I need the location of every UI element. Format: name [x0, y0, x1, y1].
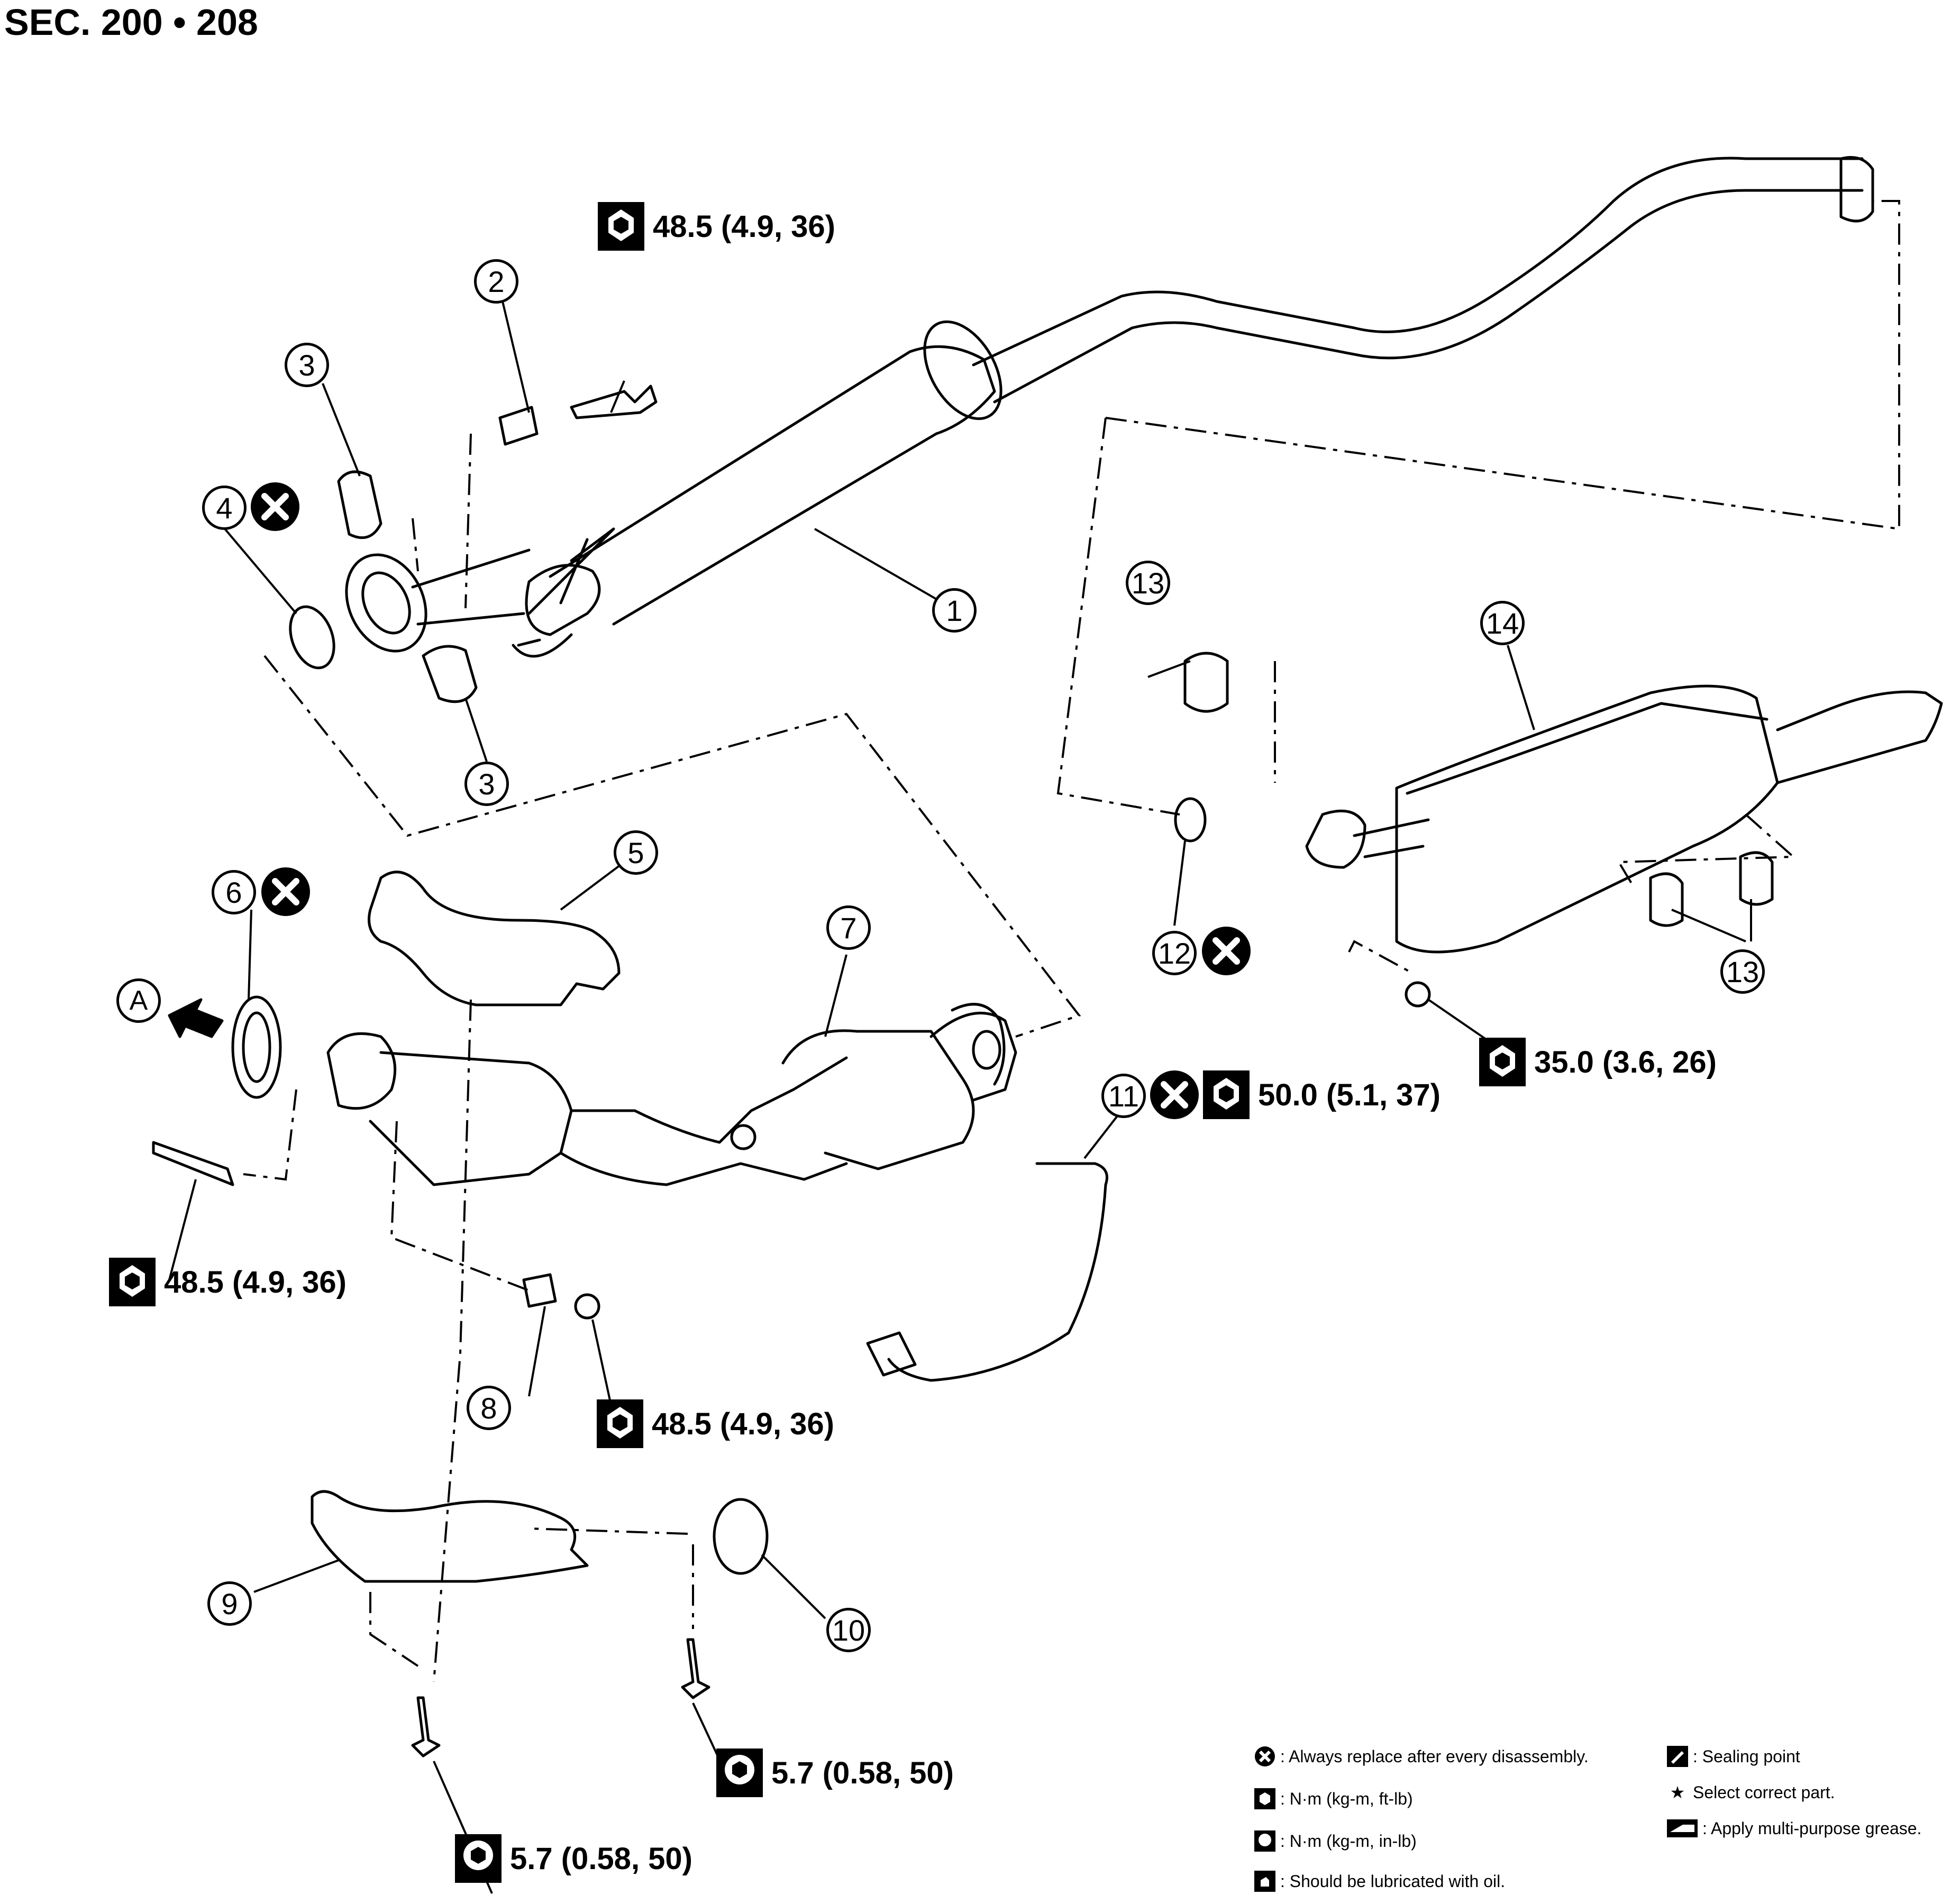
torque-ftlb-icon: [1479, 1038, 1526, 1086]
torque-label: 35.0 (3.6, 26): [1479, 1037, 1717, 1087]
torque-ftlb-icon: [597, 1399, 643, 1448]
torque-label: 5.7 (0.58, 50): [455, 1833, 692, 1884]
replace-icon-12: [1202, 927, 1251, 975]
callout-7: 7: [826, 905, 871, 950]
insulator-13-top: [1183, 652, 1229, 713]
callout-3-top: 3: [285, 343, 329, 387]
replace-icon: [1254, 1745, 1276, 1768]
callout-12: 12: [1152, 931, 1197, 975]
collar-2: [498, 406, 539, 446]
bolt-bottom-left: [411, 1696, 441, 1757]
torque-ftlb-icon: [598, 202, 644, 251]
bolt-top: [570, 385, 658, 419]
callout-10: 10: [826, 1608, 871, 1652]
torque-label: 48.5 (4.9, 36): [597, 1398, 834, 1449]
torque-inlb-icon: [455, 1834, 502, 1883]
torque-value: 48.5 (4.9, 36): [164, 1265, 347, 1299]
torque-label: 50.0 (5.1, 37): [1203, 1069, 1441, 1120]
callout-9: 9: [207, 1581, 252, 1626]
torque-inlb-icon: [716, 1748, 763, 1797]
legend-nm-ftlb: : N·m (kg-m, ft-lb): [1254, 1788, 1413, 1810]
callout-4: 4: [202, 486, 247, 530]
ring-gasket-6: [231, 995, 282, 1099]
callout-13-top: 13: [1126, 561, 1170, 605]
sealing-point-icon: [1666, 1745, 1689, 1768]
nut-14: [1405, 981, 1431, 1008]
legend-select: ★ Select correct part.: [1666, 1781, 1835, 1804]
torque-ftlb-icon: [109, 1258, 156, 1306]
reference-a: A: [116, 978, 161, 1023]
legend-replace: : Always replace after every disassembly…: [1254, 1745, 1589, 1768]
gasket-12: [1174, 797, 1207, 843]
torque-value: 5.7 (0.58, 50): [510, 1841, 692, 1876]
bolt-bottom-right: [681, 1638, 710, 1699]
callout-13-bottom: 13: [1720, 949, 1765, 994]
callout-14: 14: [1480, 601, 1525, 645]
replace-icon-4: [251, 482, 299, 531]
callout-2: 2: [474, 259, 518, 304]
ring-gasket-4: [289, 605, 335, 670]
legend-sealing: : Sealing point: [1666, 1745, 1800, 1768]
stud-bolt: [152, 1141, 234, 1186]
replace-icon-6: [261, 867, 310, 916]
insulator-bottom: [422, 645, 478, 703]
torque-value: 35.0 (3.6, 26): [1534, 1045, 1717, 1079]
torque-value: 50.0 (5.1, 37): [1258, 1077, 1441, 1112]
callout-3-bottom: 3: [464, 762, 509, 806]
nut: [574, 1293, 600, 1320]
callout-11: 11: [1101, 1074, 1146, 1118]
oxygen-sensor: [887, 1162, 1108, 1382]
torque-ftlb-icon: [1203, 1070, 1250, 1119]
catalytic-converter: [326, 1003, 1017, 1186]
replace-icon-11: [1150, 1070, 1199, 1119]
main-muffler: [1305, 684, 1943, 954]
legend-nm-inlb: : N·m (kg-m, in-lb): [1254, 1830, 1417, 1852]
grease-icon: [1666, 1817, 1698, 1839]
callout-6: 6: [212, 870, 256, 914]
torque-label: 48.5 (4.9, 36): [598, 201, 835, 252]
insulator-13-a: [1649, 872, 1684, 927]
center-muffler-tube: [345, 156, 1874, 658]
section-title: SEC. 200 • 208: [4, 2, 258, 43]
star-icon: ★: [1670, 1783, 1685, 1802]
front-arrow: [168, 998, 224, 1038]
heat-insulator-5: [368, 871, 621, 1006]
torque-label: 5.7 (0.58, 50): [716, 1747, 954, 1798]
oil-can-icon: [1254, 1870, 1276, 1892]
legend-oil: : Should be lubricated with oil.: [1254, 1870, 1505, 1892]
callout-5: 5: [614, 830, 658, 875]
callout-1: 1: [932, 588, 977, 633]
legend-grease: : Apply multi-purpose grease.: [1666, 1817, 1921, 1839]
bush-8: [522, 1273, 557, 1308]
heat-insulator-9: [311, 1490, 589, 1583]
seal-10: [713, 1498, 769, 1575]
callout-8: 8: [467, 1386, 511, 1430]
insulator-top: [337, 470, 382, 539]
torque-value: 48.5 (4.9, 36): [652, 1406, 834, 1441]
insulator-13-b: [1739, 851, 1774, 906]
torque-value: 48.5 (4.9, 36): [653, 209, 835, 244]
torque-ftlb-icon: [1254, 1788, 1276, 1810]
torque-inlb-icon: [1254, 1830, 1276, 1852]
torque-value: 5.7 (0.58, 50): [771, 1755, 954, 1790]
torque-label: 48.5 (4.9, 36): [109, 1257, 347, 1307]
